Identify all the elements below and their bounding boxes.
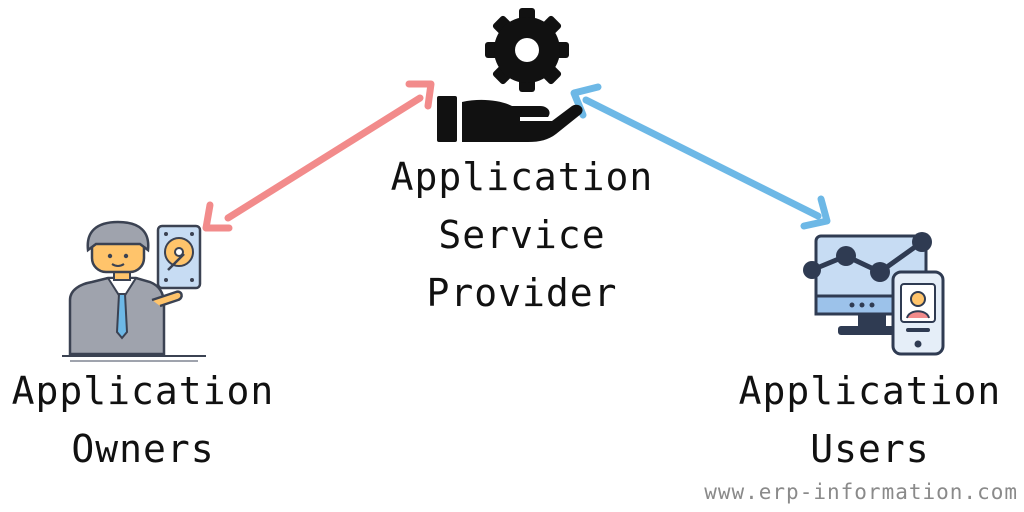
- hard-drive-icon: [156, 224, 202, 290]
- provider-label-line1: Application: [390, 155, 654, 199]
- monitor-phone-icon: [803, 232, 945, 356]
- hand-icon: [437, 96, 583, 142]
- provider-label-line2: Service: [438, 213, 606, 257]
- provider-label-line3: Provider: [426, 271, 618, 315]
- owners-provider-arrow: [202, 80, 435, 232]
- owner-with-hard-drive-icon: [62, 220, 206, 362]
- owners-label: Application Owners: [0, 362, 286, 478]
- provider-label: Application Service Provider: [362, 148, 682, 322]
- watermark-text: www.erp-information.com: [704, 480, 1018, 504]
- owners-label-line2: Owners: [71, 427, 215, 471]
- gear-hand-icon: [437, 8, 583, 142]
- users-label-line1: Application: [738, 369, 1002, 413]
- gear-icon: [485, 8, 569, 92]
- owners-label-line1: Application: [11, 369, 275, 413]
- users-label-line2: Users: [810, 427, 930, 471]
- users-label: Application Users: [725, 362, 1015, 478]
